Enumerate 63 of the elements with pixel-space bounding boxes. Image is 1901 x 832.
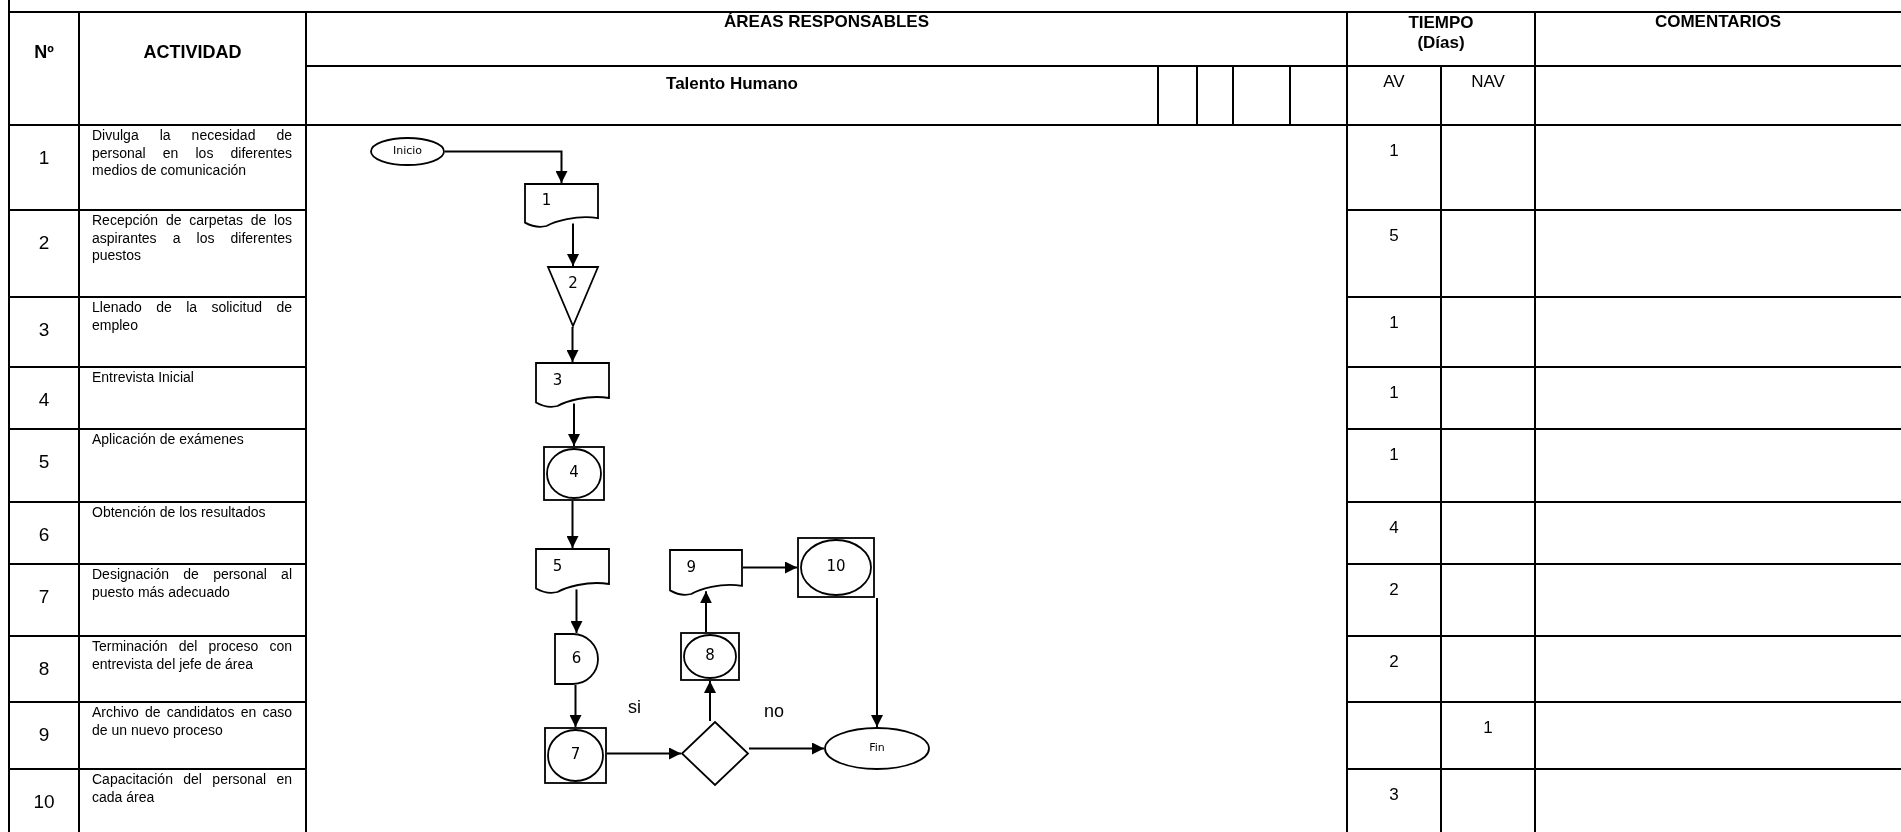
- activity-text: Designación de personal al puesto más adecuado: [92, 566, 292, 601]
- day-count: 5: [1388, 226, 1400, 246]
- arrow: [606, 747, 682, 760]
- column-header: NAV: [1470, 72, 1506, 93]
- step-number: 2: [567, 276, 579, 292]
- activity-text: Aplicación de exámenes: [92, 431, 245, 449]
- step-number: 3: [551, 372, 564, 388]
- terminator-label: Inicio: [391, 145, 424, 157]
- activity-text: Obtención de los resultados: [92, 504, 267, 522]
- step-number: 7: [569, 747, 582, 763]
- arrow: [566, 500, 579, 549]
- day-count: 2: [1388, 652, 1400, 672]
- step-number: 4: [568, 465, 580, 481]
- day-count: 1: [1388, 141, 1400, 161]
- day-count: 1: [1388, 445, 1400, 465]
- column-header: ÁREAS RESPONSABLES: [723, 12, 930, 33]
- arrow: [567, 222, 579, 267]
- row-number: 7: [37, 586, 51, 608]
- row-number: 10: [32, 791, 56, 813]
- arrow: [871, 597, 883, 728]
- step-number: 8: [704, 648, 716, 664]
- column-header: TIEMPO (Días): [1407, 13, 1475, 54]
- step-number: 5: [551, 558, 564, 574]
- day-count: 2: [1388, 580, 1400, 600]
- arrow: [568, 402, 580, 447]
- terminator-label: Fin: [868, 742, 886, 754]
- column-header: Nº: [33, 42, 55, 64]
- step-number: 10: [825, 559, 847, 575]
- arrow: [748, 742, 825, 755]
- column-header: AV: [1382, 72, 1406, 93]
- arrow: [700, 590, 712, 633]
- arrow: [566, 326, 579, 363]
- activity-text: Archivo de candidatos en caso de un nuevo proceso: [92, 704, 292, 739]
- step-number: 6: [570, 650, 583, 666]
- row-number: 6: [37, 524, 51, 546]
- day-count: 1: [1388, 383, 1400, 403]
- day-count: 1: [1388, 313, 1400, 333]
- arrow: [742, 561, 798, 574]
- activity-text: Divulga la necesidad de personal en los diferentes medios de comunicación: [92, 127, 292, 180]
- row-number: 5: [37, 451, 51, 473]
- column-header: ACTIVIDAD: [142, 42, 243, 64]
- step-number: 9: [685, 560, 697, 576]
- activity-text: Recepción de carpetas de los aspirantes a los diferentes puestos: [92, 212, 292, 265]
- arrow: [570, 588, 583, 634]
- step-number: 1: [540, 193, 553, 209]
- day-count: 1: [1482, 718, 1494, 738]
- arrow: [444, 150, 568, 184]
- day-count: 3: [1388, 785, 1400, 805]
- activity-text: Capacitación del personal en cada área: [92, 771, 292, 806]
- arrow: [569, 684, 582, 728]
- day-count: 4: [1388, 518, 1400, 538]
- row-number: 3: [37, 319, 51, 341]
- row-number: 8: [37, 658, 51, 680]
- arrow: [704, 680, 716, 722]
- lane-header: Talento Humano: [665, 74, 799, 95]
- row-number: 4: [37, 389, 51, 411]
- row-number: 9: [37, 724, 51, 746]
- activity-text: Entrevista Inicial: [92, 369, 195, 387]
- row-number: 1: [37, 147, 51, 169]
- activity-text: Terminación del proceso con entrevista del jefe de área: [92, 638, 292, 673]
- row-number: 2: [37, 232, 51, 254]
- activity-text: Llenado de la solicitud de empleo: [92, 299, 292, 334]
- column-header: COMENTARIOS: [1653, 12, 1783, 33]
